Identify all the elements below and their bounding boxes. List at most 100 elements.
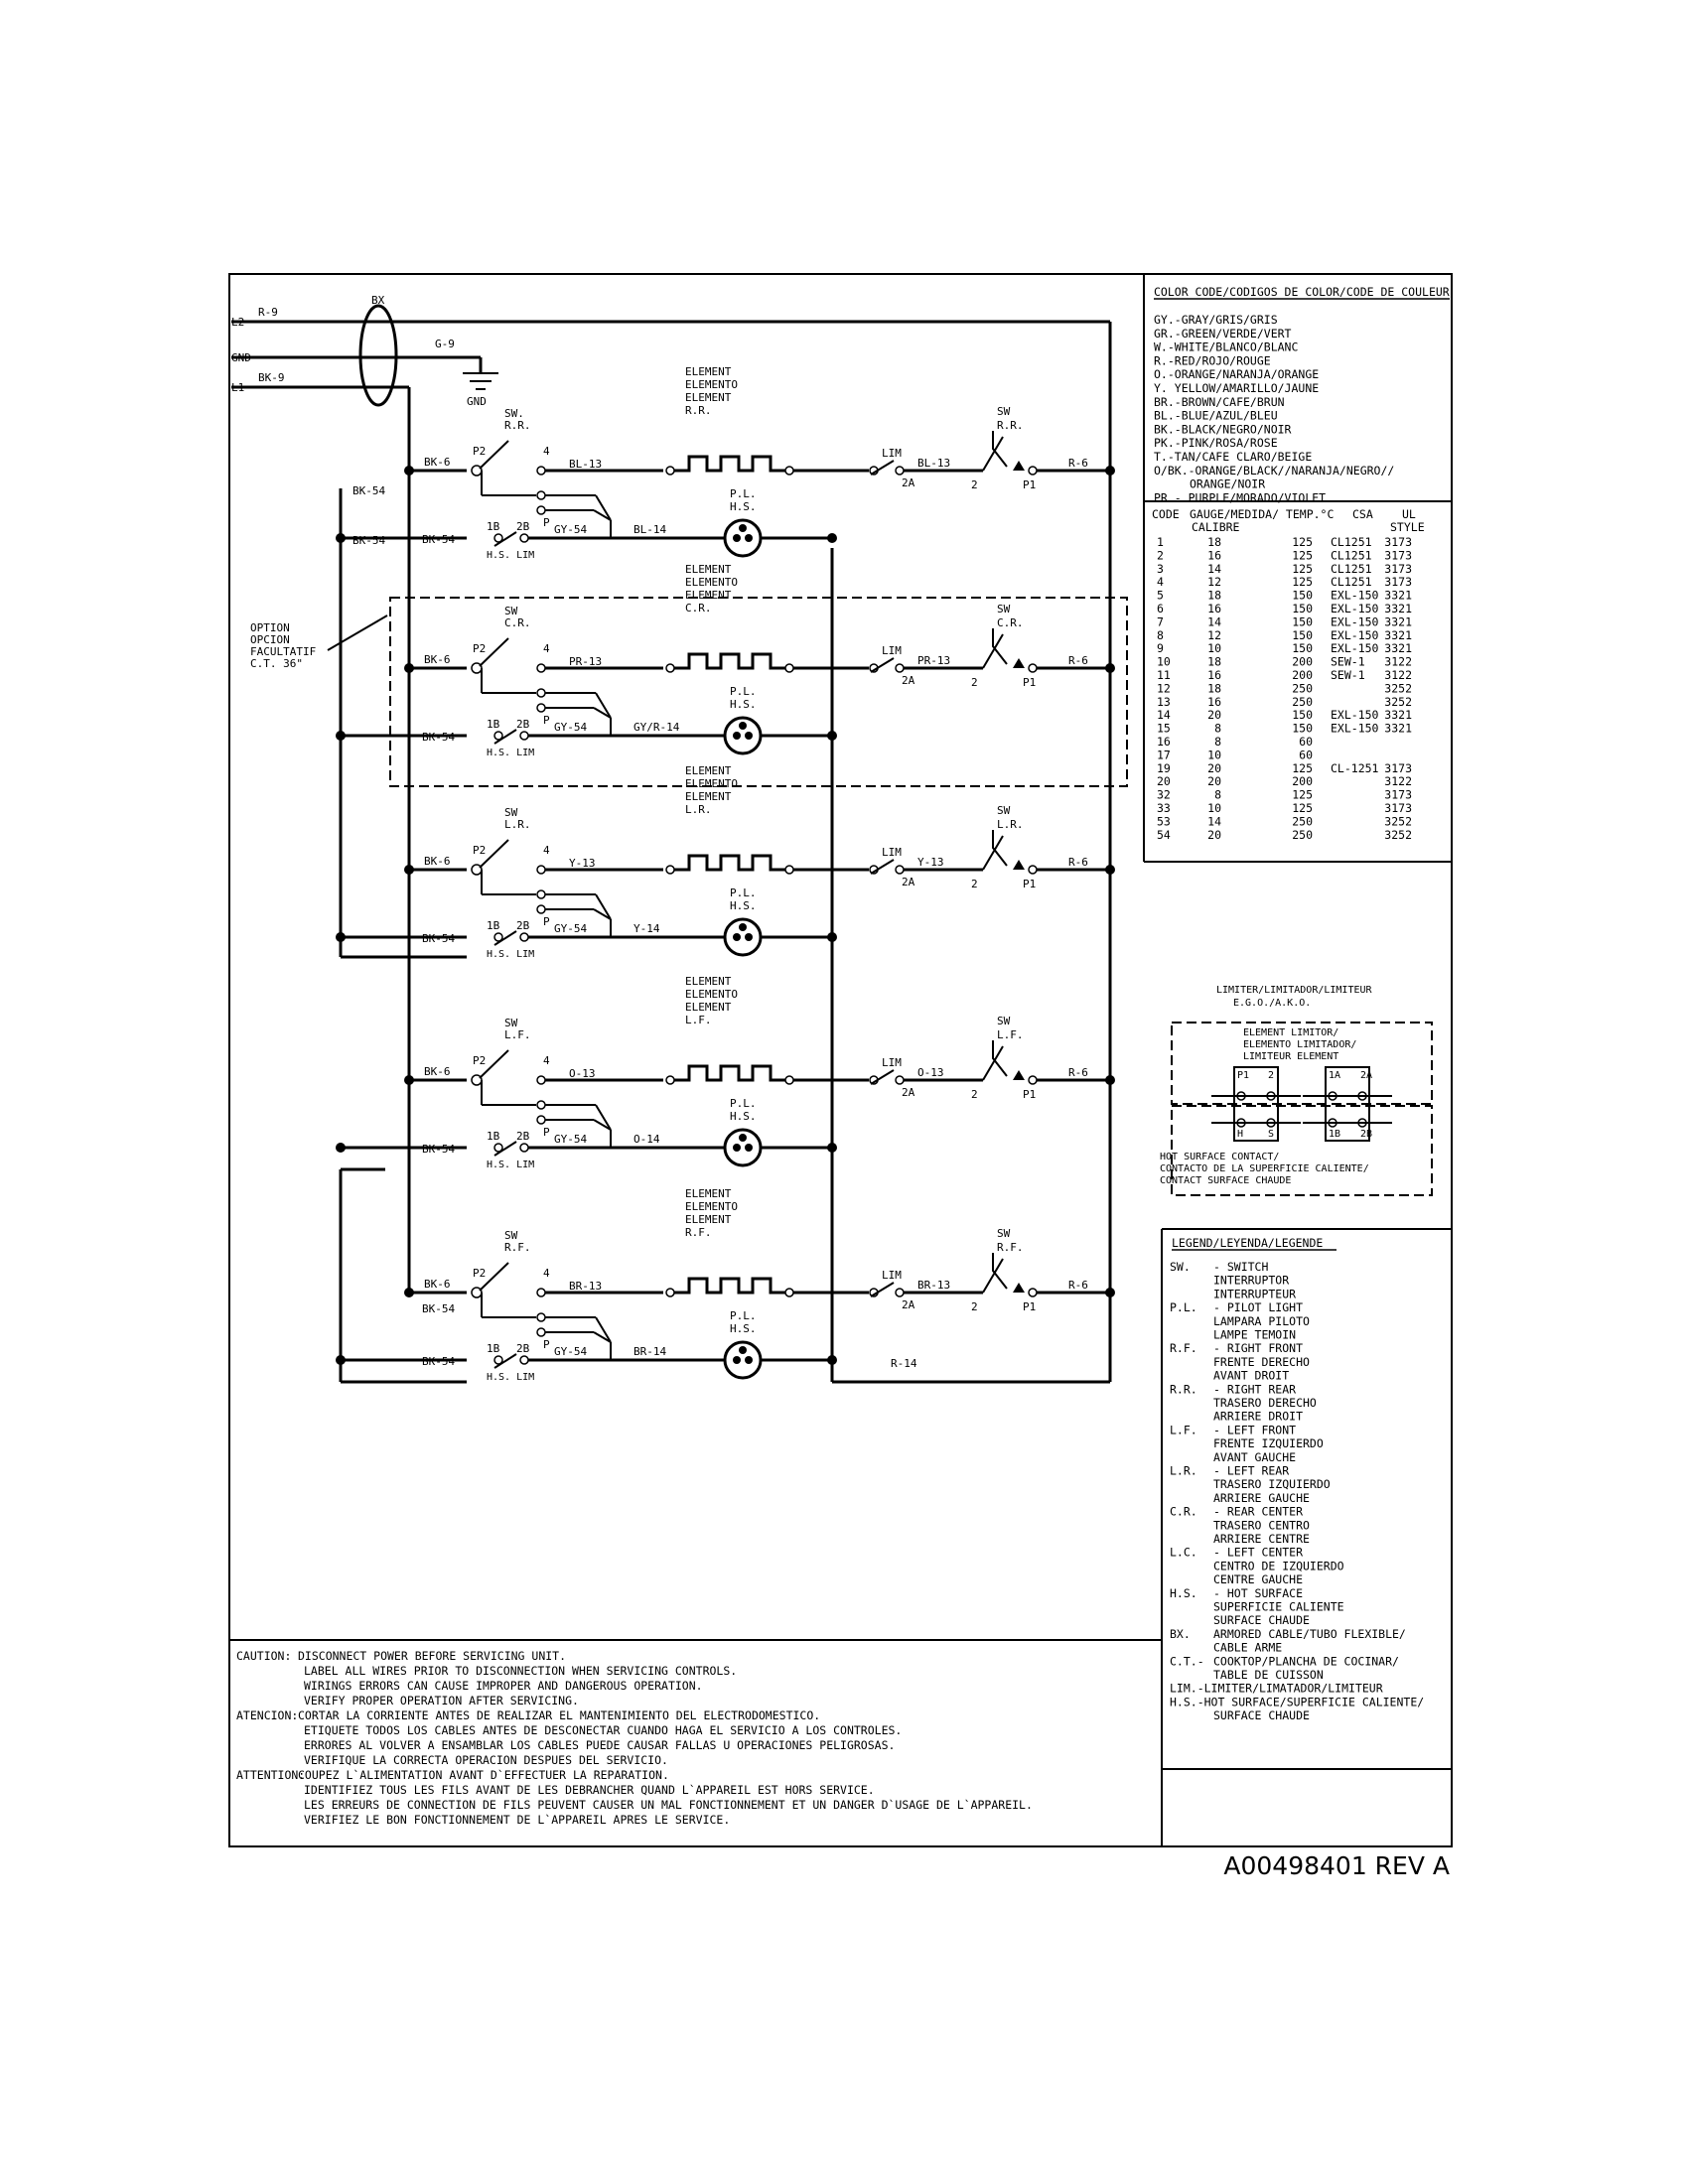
gauge-code: 7 — [1157, 614, 1164, 628]
gauge-temp: 250 — [1292, 695, 1313, 709]
legend-text: LAMPARA PILOTO — [1213, 1314, 1310, 1328]
bk6-label: BK-6 — [424, 1278, 451, 1291]
terminal-p-label: P — [543, 915, 550, 928]
gauge-size: 16 — [1207, 668, 1221, 682]
gy54-label: GY-54 — [554, 922, 587, 935]
main-wire-label: PR-13 — [569, 655, 602, 668]
color-code-item: ORANGE/NOIR — [1190, 478, 1265, 491]
terminal-p1-label: P1 — [1023, 1088, 1036, 1101]
bx-label: BX — [371, 294, 385, 307]
gauge-size: 10 — [1207, 748, 1221, 761]
bk54-label: BK-54 — [422, 533, 455, 546]
gauge-header: STYLE — [1390, 520, 1425, 534]
r14-label: R-14 — [891, 1357, 917, 1370]
pilot-light-label: P.L. — [730, 887, 757, 899]
limiter-2b: 2B — [1360, 1129, 1372, 1140]
legend-text: - LEFT REAR — [1213, 1464, 1289, 1478]
gauge-temp: 125 — [1292, 548, 1313, 562]
element-label: ELEMENT — [685, 563, 732, 576]
legend-text: AVANT GAUCHE — [1213, 1450, 1296, 1464]
lamp-wire-label: O-14 — [633, 1133, 660, 1146]
terminal-1b-label: 1B — [487, 520, 500, 533]
gauge-ul: 3321 — [1384, 602, 1412, 615]
r6-label: R-6 — [1068, 1066, 1088, 1079]
gauge-code: 9 — [1157, 641, 1164, 655]
limiter-box-upper — [1171, 1022, 1433, 1105]
limiter-s: S — [1268, 1129, 1274, 1140]
r6-label: R-6 — [1068, 457, 1088, 470]
gauge-temp: 60 — [1299, 748, 1313, 761]
g9-label: G-9 — [435, 338, 455, 350]
gauge-code: 11 — [1157, 668, 1171, 682]
circuit — [336, 830, 1115, 957]
gauge-code: 4 — [1157, 575, 1164, 589]
terminal-p1-label: P1 — [1023, 878, 1036, 890]
caution-line: ERRORES AL VOLVER A ENSAMBLAR LOS CABLES… — [304, 1738, 895, 1752]
gauge-temp: 125 — [1292, 761, 1313, 775]
terminal-1b-label: 1B — [487, 1130, 500, 1143]
terminal-2a-label: 2A — [902, 1086, 915, 1099]
legend-text: TRASERO CENTRO — [1213, 1518, 1310, 1532]
gauge-size: 10 — [1207, 801, 1221, 815]
element-label: ELEMENT — [685, 1213, 732, 1226]
lim-label: LIM — [882, 846, 902, 859]
gauge-ul: 3252 — [1384, 828, 1412, 842]
pilot-light-label: P.L. — [730, 1309, 757, 1322]
legend-text: FRENTE DERECHO — [1213, 1355, 1310, 1369]
legend-text: FRENTE IZQUIERDO — [1213, 1436, 1324, 1450]
sw-position-label: C.R. — [997, 616, 1024, 629]
sw-label: SW — [997, 405, 1011, 418]
element-limiter-line: ELEMENT LIMITOR/ — [1243, 1027, 1338, 1038]
terminal-1b-label: 1B — [487, 718, 500, 731]
terminal-2-label: 2 — [971, 676, 978, 689]
terminal-2b-label: 2B — [516, 520, 530, 533]
color-code-item: W.-WHITE/BLANCO/BLANC — [1154, 341, 1298, 354]
color-code-item: O.-ORANGE/NARANJA/ORANGE — [1154, 367, 1319, 381]
gauge-code: 53 — [1157, 814, 1171, 828]
hs-lim-label: H.S. LIM — [487, 1160, 534, 1170]
pilot-light-label: P.L. — [730, 685, 757, 698]
caution-line: VERIFIQUE LA CORRECTA OPERACION DESPUES … — [304, 1753, 668, 1767]
legend-text: ARRIERE CENTRE — [1213, 1532, 1310, 1546]
terminal-2-label: 2 — [971, 878, 978, 890]
gauge-size: 18 — [1207, 535, 1221, 549]
gauge-temp: 150 — [1292, 602, 1313, 615]
color-code-item: R.-RED/ROJO/ROUGE — [1154, 353, 1271, 367]
gauge-code: 3 — [1157, 562, 1164, 576]
terminal-p-label: P — [543, 714, 550, 727]
hs-lim-label: H.S. LIM — [487, 748, 534, 758]
gauge-size: 12 — [1207, 628, 1221, 642]
lim-label: LIM — [882, 447, 902, 460]
terminal-4-label: 4 — [543, 844, 550, 857]
legend-text: CENTRE GAUCHE — [1213, 1572, 1303, 1586]
lamp-wire-label: Y-14 — [633, 922, 660, 935]
element-label: ELEMENT — [685, 391, 732, 404]
legend-text: SURFACE CHAUDE — [1213, 1708, 1310, 1722]
element-label: ELEMENTO — [685, 1200, 738, 1213]
gauge-csa: EXL-150 — [1331, 628, 1379, 642]
legend-text: - PILOT LIGHT — [1213, 1300, 1303, 1314]
limiter-2a: 2A — [1360, 1070, 1372, 1081]
gauge-code: 20 — [1157, 774, 1171, 788]
main-wire-label: BR-13 — [569, 1280, 602, 1293]
gauge-ul: 3252 — [1384, 695, 1412, 709]
gauge-size: 8 — [1214, 788, 1221, 802]
color-code-item: O/BK.-ORANGE/BLACK//NARANJA/NEGRO// — [1154, 464, 1394, 478]
legend-text: COOKTOP/PLANCHA DE COCINAR/ — [1213, 1654, 1399, 1668]
terminal-4-label: 4 — [543, 445, 550, 458]
gauge-size: 16 — [1207, 695, 1221, 709]
terminal-p1-label: P1 — [1023, 1300, 1036, 1313]
caution-line: VERIFIEZ LE BON FONCTIONNEMENT DE L`APPA… — [304, 1813, 730, 1827]
hs-lim-label: H.S. LIM — [487, 550, 534, 561]
gauge-code: 15 — [1157, 722, 1171, 736]
pilot-light-hs-label: H.S. — [730, 698, 757, 711]
gauge-ul: 3173 — [1384, 535, 1412, 549]
hot-surface-line: CONTACT SURFACE CHAUDE — [1160, 1175, 1291, 1186]
terminal-2a-label: 2A — [902, 876, 915, 888]
bk54-label: BK-54 — [422, 932, 455, 945]
gauge-code: 54 — [1157, 828, 1171, 842]
gauge-temp: 150 — [1292, 589, 1313, 603]
terminal-2b-label: 2B — [516, 1342, 530, 1355]
gnd-symbol-label: GND — [467, 395, 487, 408]
bk54-label: BK-54 — [352, 484, 385, 497]
